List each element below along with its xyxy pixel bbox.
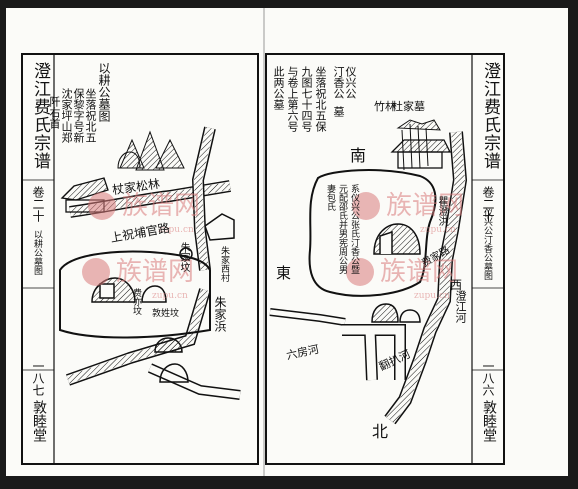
right-caption-col5: 九图七十四号 bbox=[300, 66, 313, 132]
right-label-river-a: 瞿澄洪 bbox=[436, 196, 447, 226]
left-header-title: 澄江费氏宗谱 bbox=[30, 62, 50, 170]
left-caption-col3: 保黎字号新 bbox=[72, 88, 85, 143]
watermark: 族谱网 zupu.cn 族谱网 zupu.cn 族谱网 zupu.cn 族谱网 … bbox=[82, 191, 464, 301]
right-header-volume: 卷二十 bbox=[481, 186, 495, 222]
watermark-brand-3: 族谱网 bbox=[116, 257, 194, 287]
watermark-brand-2: 族谱网 bbox=[386, 191, 464, 221]
watermark-logo-icon bbox=[346, 258, 374, 286]
left-caption-col2: 坐落祝北五 bbox=[84, 88, 97, 143]
right-label-river-b: 澄江河 bbox=[454, 290, 467, 323]
pine-tree-cluster bbox=[117, 130, 185, 171]
left-label-tomb2: 敦姓坟 bbox=[152, 309, 180, 319]
watermark-logo-icon bbox=[352, 192, 380, 220]
left-header-volume: 卷二十 bbox=[31, 186, 45, 222]
compass-south: 南 bbox=[350, 146, 367, 165]
right-house bbox=[390, 139, 452, 169]
watermark-brand-4: 族谱网 bbox=[380, 257, 458, 287]
left-label-village: 朱家西村 bbox=[219, 246, 229, 282]
watermark-domain-3: zupu.cn bbox=[152, 291, 188, 301]
left-caption-col5: 阡右首 bbox=[48, 96, 61, 129]
right-tomb-enclosure bbox=[308, 169, 437, 297]
watermark-domain-1: zupu.cn bbox=[158, 225, 194, 235]
watermark-logo-icon bbox=[82, 258, 110, 286]
left-page-frame bbox=[21, 53, 259, 465]
left-label-river: 朱家浜 bbox=[213, 296, 227, 332]
right-header-subtitle: 仪兴公汀香公墓图 bbox=[482, 208, 492, 280]
left-label-tomb: 费亦坟 bbox=[131, 288, 141, 315]
right-page-frame bbox=[265, 53, 505, 465]
right-caption-col6: 与卷上第六号 bbox=[286, 66, 299, 132]
right-caption-col4: 坐落祝北五保 bbox=[314, 66, 327, 132]
compass-north: 北 bbox=[372, 422, 389, 441]
left-label-zhu-family: 朱家坟 bbox=[178, 242, 189, 272]
right-label-house: 杜家墓 bbox=[392, 100, 425, 113]
right-hall-name: 敦睦堂 bbox=[481, 400, 497, 442]
right-page-number: 一八六 bbox=[481, 360, 495, 396]
left-hall-name: 敦睦堂 bbox=[31, 400, 47, 442]
right-header-title: 澄江费氏宗谱 bbox=[480, 62, 500, 170]
right-caption-col2: 汀香公 bbox=[332, 66, 345, 99]
left-caption-col1: 以耕公墓图 bbox=[97, 62, 111, 122]
compass-west: 西 bbox=[450, 278, 463, 292]
watermark-brand-1: 族谱网 bbox=[122, 191, 200, 221]
left-page-number: 一八七 bbox=[31, 360, 45, 396]
watermark-domain-2: zupu.cn bbox=[420, 225, 456, 235]
right-map-drawing bbox=[269, 119, 468, 425]
right-inscription: 系仪兴公张氏汀香公暨元配邵氏并男宪周公男妻包氏 bbox=[325, 184, 359, 274]
left-map-drawing bbox=[59, 126, 241, 400]
left-caption-col4: 沈家坪山郑 bbox=[60, 88, 73, 143]
compass-east: 東 bbox=[276, 264, 292, 282]
right-caption-col1: 仪兴公 bbox=[344, 66, 357, 99]
left-header-subtitle: 以耕公墓图 bbox=[32, 230, 42, 275]
watermark-logo-icon bbox=[88, 192, 116, 220]
watermark-domain-4: zupu.cn bbox=[414, 291, 450, 301]
left-page-paper bbox=[6, 8, 264, 476]
right-label-bamboo: 竹林 bbox=[374, 100, 396, 113]
right-caption-col3: 墓 bbox=[332, 106, 345, 117]
well-marker bbox=[179, 247, 193, 261]
right-caption-col7: 此两公墓 bbox=[272, 66, 285, 110]
left-tomb-enclosure bbox=[59, 250, 211, 339]
